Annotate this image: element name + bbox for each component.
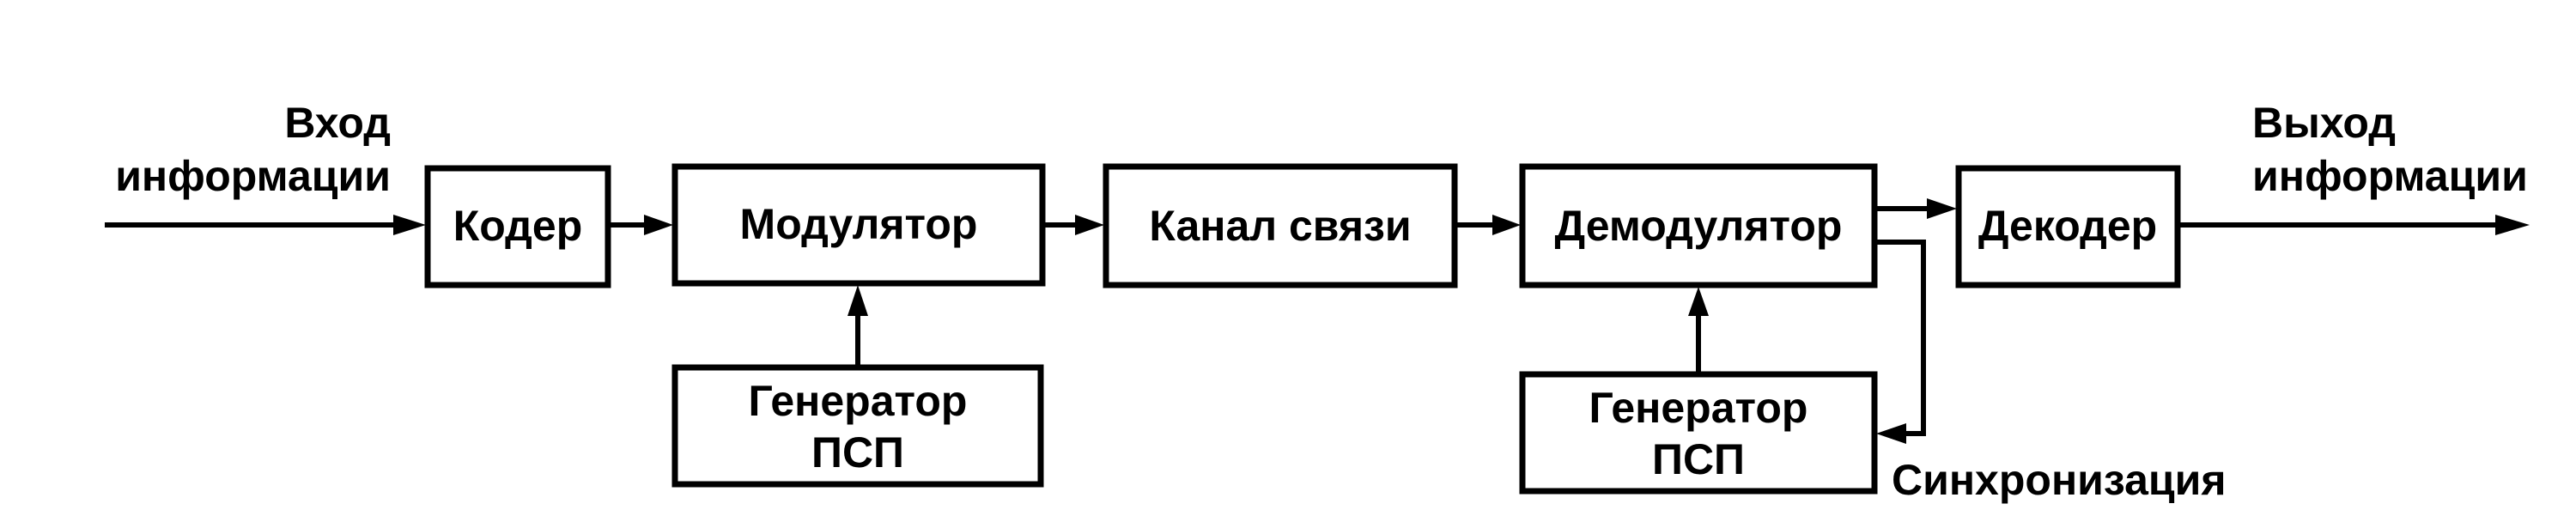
prng-generator-1-label-line2: ПСП	[811, 428, 904, 476]
arrow-modulator-to-channel	[1044, 215, 1104, 235]
modulator-block: Модулятор	[671, 163, 1046, 287]
channel-block: Канал связи	[1103, 163, 1458, 288]
prng-generator-2-label-line1: Генератор	[1589, 384, 1808, 432]
prng-generator-1-label-line1: Генератор	[749, 377, 968, 425]
prng-generator-1-block: Генератор ПСП	[671, 364, 1044, 488]
sync-label: Синхронизация	[1892, 456, 2227, 504]
arrow-coder-to-modulator	[610, 215, 673, 235]
input-label-line1: Вход	[284, 99, 391, 147]
arrow-input-to-coder	[105, 215, 426, 235]
arrow-prng-1-to-modulator	[848, 285, 868, 367]
prng-generator-2-block: Генератор ПСП	[1519, 371, 1878, 495]
output-label-line2: информации	[2252, 152, 2528, 200]
modulator-label: Модулятор	[740, 200, 978, 248]
decoder-block: Декодер	[1955, 165, 2181, 288]
demodulator-label: Демодулятор	[1555, 202, 1843, 250]
arrow-sync-demodulator-to-prng-2	[1875, 240, 1926, 444]
arrow-demodulator-to-decoder	[1875, 198, 1957, 219]
arrow-prng-2-to-demodulator	[1688, 287, 1709, 374]
channel-label: Канал связи	[1149, 202, 1411, 250]
output-label-line1: Выход	[2252, 99, 2396, 147]
coder-block: Кодер	[424, 165, 611, 288]
coder-label: Кодер	[453, 202, 583, 250]
demodulator-block: Демодулятор	[1519, 163, 1878, 288]
decoder-label: Декодер	[1978, 202, 2157, 250]
arrow-decoder-to-output	[2179, 215, 2530, 235]
prng-generator-2-label-line2: ПСП	[1652, 435, 1745, 483]
input-label-line2: информации	[115, 152, 391, 200]
arrow-channel-to-demodulator	[1456, 215, 1521, 235]
